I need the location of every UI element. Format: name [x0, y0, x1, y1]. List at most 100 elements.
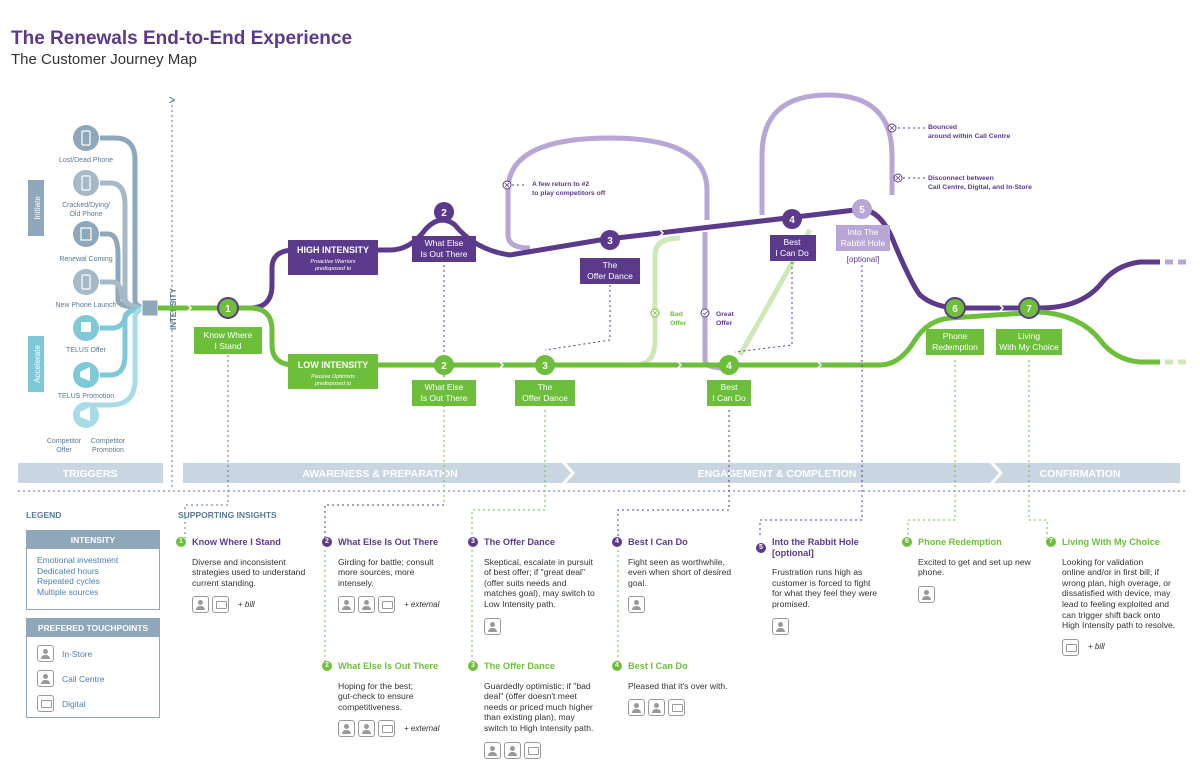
phase-label-engagement: ENGAGEMENT & COMPLETION [698, 468, 857, 480]
step-num-h4: 4 [789, 215, 795, 226]
step-label-l2b: Is Out There [420, 393, 467, 403]
step-label-6b: Redemption [932, 342, 978, 352]
step-box-7 [996, 329, 1062, 355]
step-label-7b: With My Choice [999, 342, 1059, 352]
trigger-label-8a: Competitor [91, 438, 126, 445]
trigger-hub [141, 299, 159, 317]
step-box-h4 [770, 235, 816, 261]
step-label-1a: Know Where [204, 330, 253, 340]
trigger-label-2b: Old Phone [69, 211, 102, 218]
phase-triggers [18, 463, 163, 483]
accelerate-label: Accelerate [33, 345, 42, 383]
supporting-insights-heading: SUPPORTING INSIGHTS [178, 510, 277, 520]
annotation-bounced-a: Bounced [928, 124, 957, 131]
step-box-1 [194, 327, 262, 354]
step-circle-l3 [535, 355, 555, 375]
digital-icon [378, 596, 395, 614]
step-label-h3b: Offer Dance [587, 271, 633, 281]
annotation-return-a: A few return to #2 [532, 181, 589, 188]
step-label-7a: Living [1018, 331, 1040, 341]
person-icon [358, 720, 375, 738]
trigger-icons [73, 125, 99, 428]
high-intensity-sub-a: Proactive Warriors [310, 259, 355, 265]
trigger-label-8b: Promotion [92, 447, 124, 454]
touchpoint-in-store: In-Store [37, 645, 149, 662]
high-intensity-sub-b: predisposed to [314, 266, 351, 272]
step-label-l2a: What Else [425, 382, 464, 392]
step-circle-h4 [782, 209, 802, 229]
person-icon [37, 670, 54, 687]
store-icon [484, 741, 501, 759]
store-icon [192, 596, 209, 614]
store-icon [918, 585, 935, 603]
legend-heading: LEGEND [26, 510, 62, 520]
step-label-h4b: I Can Do [775, 248, 809, 258]
step-note-h5: [optional] [847, 255, 879, 264]
step-num-1: 1 [225, 304, 231, 315]
step-num-l3: 3 [542, 361, 548, 372]
annotation-great-a: Great [716, 311, 734, 318]
low-intensity-box [288, 354, 378, 389]
touchpoint-call-centre: Call Centre [37, 670, 149, 687]
digital-icon [1062, 638, 1079, 656]
step-circle-7 [1018, 297, 1040, 319]
trigger-label-7a: Competitor [47, 438, 82, 445]
step-circle-h5 [852, 199, 872, 219]
step-label-l4b: I Can Do [712, 393, 746, 403]
person-icon [628, 596, 645, 614]
trigger-label-2a: Cracked/Dying/ [62, 202, 110, 209]
person-icon [648, 699, 665, 717]
trigger-label: Lost/Dead Phone [59, 157, 113, 164]
annotation-bounced-b: around within Call Centre [928, 133, 1011, 140]
check-icon [700, 308, 710, 318]
high-intensity-label: HIGH INTENSITY [297, 245, 369, 255]
initiate-label: Initiate [33, 196, 42, 220]
step-circle-h3 [600, 230, 620, 250]
low-intensity-label: LOW INTENSITY [298, 360, 369, 370]
digital-icon [212, 596, 229, 614]
phase-label-confirmation: CONFIRMATION [1040, 468, 1121, 480]
step-num-7: 7 [1026, 304, 1032, 315]
digital-icon [37, 695, 54, 712]
legend-intensity-item: Repeated cycles [37, 576, 100, 586]
low-intensity-sub-b: predisposed to [314, 381, 351, 387]
annotation-bad-a: Bad [670, 311, 683, 318]
step-label-h3a: The [603, 260, 618, 270]
page-title: The Renewals End-to-End Experience [11, 28, 353, 49]
initiate-tab [28, 180, 44, 236]
step-label-1b: I Stand [215, 341, 242, 351]
step-circle-h2 [434, 202, 454, 222]
phase-label-awareness: AWARENESS & PREPARATION [302, 468, 457, 480]
touchpoint-digital: Digital [37, 695, 149, 712]
step-circle-l2 [434, 355, 454, 375]
step-box-l3 [515, 380, 575, 406]
step-label-l3b: Offer Dance [522, 393, 568, 403]
store-icon [338, 596, 355, 614]
step-box-h3 [580, 258, 640, 284]
annotation-disconnect-b: Call Centre, Digital, and In-Store [928, 184, 1032, 191]
phase-confirmation [994, 463, 1180, 483]
step-label-h5a: Into The [847, 227, 878, 237]
step-circle-1 [217, 297, 239, 319]
trigger-label: New Phone Launch [55, 302, 116, 309]
person-icon [504, 741, 521, 759]
low-intensity-sub-a: Passive Optimists [311, 374, 355, 380]
phase-engagement [566, 463, 999, 483]
step-box-h2 [412, 236, 476, 262]
step-circle-l4 [719, 355, 739, 375]
store-icon [338, 720, 355, 738]
trigger-label: TELUS Offer [66, 347, 107, 354]
step-num-6: 6 [952, 304, 958, 315]
step-label-6a: Phone [943, 331, 968, 341]
store-icon [37, 645, 54, 662]
